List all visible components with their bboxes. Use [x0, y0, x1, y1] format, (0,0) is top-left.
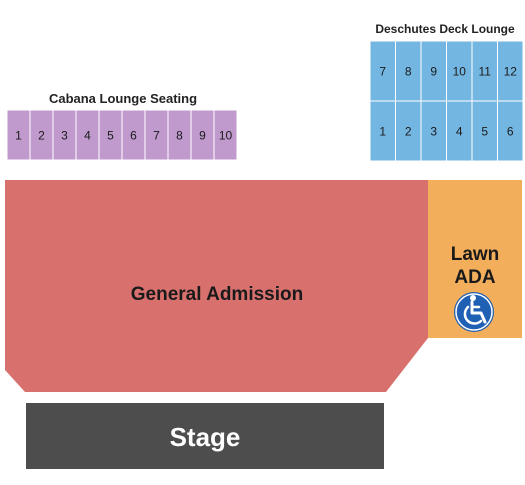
- deck-seat-12[interactable]: 12: [497, 40, 524, 102]
- cabana-seat-6[interactable]: 6: [121, 109, 146, 161]
- ada-label: ADA: [454, 267, 495, 288]
- cabana-seat-8[interactable]: 8: [167, 109, 192, 161]
- deck-seat-5[interactable]: 5: [471, 100, 498, 162]
- deck-seat-11-box[interactable]: [471, 40, 498, 102]
- deck-seat-4[interactable]: 4: [446, 100, 473, 162]
- deck-seat-6-box[interactable]: [497, 100, 524, 162]
- deck-seat-11-label: 11: [479, 64, 492, 78]
- deck-seat-2[interactable]: 2: [395, 100, 422, 162]
- cabana-seat-7[interactable]: 7: [144, 109, 169, 161]
- cabana-seat-3-label: 3: [61, 128, 68, 142]
- general-admission-section[interactable]: General Admission: [5, 180, 428, 392]
- cabana-seat-8-label: 8: [176, 128, 183, 142]
- deck-seat-5-label: 5: [481, 124, 488, 138]
- deck-seat-1-label: 1: [379, 124, 386, 138]
- deck-seat-9[interactable]: 9: [420, 40, 447, 102]
- cabana-seat-10-label: 10: [219, 128, 233, 142]
- deck-seat-12-label: 12: [504, 64, 518, 78]
- deck-seat-10[interactable]: 10: [446, 40, 473, 102]
- deck-seat-2-label: 2: [405, 124, 412, 138]
- deck-seat-12-box[interactable]: [497, 40, 524, 102]
- cabana-seat-10[interactable]: 10: [213, 109, 238, 161]
- cabana-seat-2-label: 2: [38, 128, 45, 142]
- deck-seat-9-label: 9: [430, 64, 437, 78]
- deck-seat-4-label: 4: [456, 124, 463, 138]
- cabana-seat-7-label: 7: [153, 128, 160, 142]
- general-admission-area[interactable]: [5, 180, 428, 392]
- lawn-ada-section[interactable]: Lawn ADA: [428, 180, 522, 338]
- cabana-seat-5[interactable]: 5: [98, 109, 123, 161]
- cabana-seat-1[interactable]: 1: [6, 109, 31, 161]
- deck-seat-1-box[interactable]: [369, 100, 396, 162]
- deck-seat-8-label: 8: [405, 64, 412, 78]
- deck-seat-6[interactable]: 6: [497, 100, 524, 162]
- stage-label: Stage: [170, 422, 241, 452]
- lawn-label: Lawn: [451, 244, 500, 265]
- cabana-seat-4-label: 4: [84, 128, 91, 142]
- cabana-seat-10-box[interactable]: [213, 109, 238, 161]
- cabana-lounge-section: Cabana Lounge Seating 1 2 3 4 5 6 7 8 9 10: [6, 91, 238, 161]
- cabana-seat-5-label: 5: [107, 128, 114, 142]
- deck-seat-3[interactable]: 3: [420, 100, 447, 162]
- deck-seat-3-label: 3: [430, 124, 437, 138]
- deck-seat-11[interactable]: 11: [471, 40, 498, 102]
- deck-seat-6-label: 6: [507, 124, 514, 138]
- deck-seat-10-box[interactable]: [446, 40, 473, 102]
- cabana-lounge-title: Cabana Lounge Seating: [49, 91, 197, 106]
- deck-seat-7[interactable]: 7: [369, 40, 396, 102]
- cabana-seat-2[interactable]: 2: [29, 109, 54, 161]
- cabana-seat-group: 1 2 3 4 5 6 7 8 9 10: [6, 109, 238, 161]
- cabana-seat-6-label: 6: [130, 128, 137, 142]
- deck-seat-7-label: 7: [379, 64, 386, 78]
- deck-seat-10-label: 10: [453, 64, 467, 78]
- wheelchair-accessible-icon: [454, 292, 494, 332]
- deck-seat-8[interactable]: 8: [395, 40, 422, 102]
- deck-seat-2-box[interactable]: [395, 100, 422, 162]
- cabana-seat-9-label: 9: [199, 128, 206, 142]
- deck-seat-1[interactable]: 1: [369, 100, 396, 162]
- cabana-seat-3[interactable]: 3: [52, 109, 77, 161]
- stage-section: Stage: [26, 403, 384, 469]
- deschutes-deck-title: Deschutes Deck Lounge: [375, 22, 515, 36]
- stage-area: [26, 403, 384, 469]
- general-admission-label: General Admission: [131, 284, 303, 305]
- cabana-seat-4[interactable]: 4: [75, 109, 100, 161]
- cabana-seat-1-label: 1: [15, 128, 22, 142]
- cabana-seat-9[interactable]: 9: [190, 109, 215, 161]
